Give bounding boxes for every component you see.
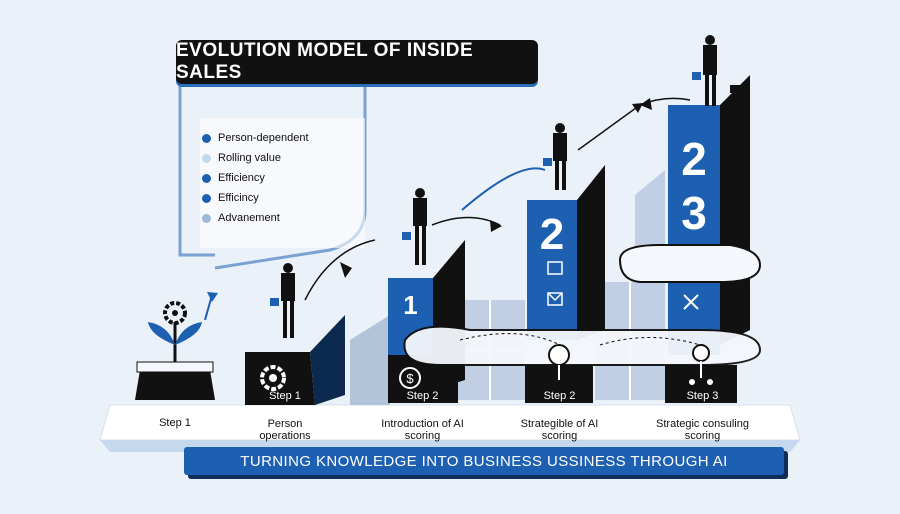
network-icon [692, 344, 710, 362]
legend-dot [202, 133, 211, 143]
chart-icon [547, 261, 563, 275]
cross-icon [683, 294, 699, 310]
legend-dot [202, 153, 211, 163]
step-label: Step 3 Strategic consuling scoring [650, 390, 755, 442]
legend-dot [202, 213, 211, 223]
legend-label: Person-dependent [218, 132, 309, 144]
legend-label: Efficiency [218, 172, 265, 184]
block-step-4 [668, 105, 720, 355]
block-number-top: 2 [681, 133, 707, 185]
businessman-figure-1 [270, 263, 295, 338]
step-title: Step 1 [269, 390, 301, 402]
legend-panel [200, 118, 365, 248]
step-caption: Strategic consuling scoring [656, 418, 749, 442]
block-step-1 [245, 352, 315, 405]
block-number-side-low: 3 [732, 293, 742, 310]
svg-text:$: $ [406, 371, 414, 386]
legend-item: Efficiency [202, 168, 362, 188]
block-number-bottom: 3 [681, 187, 707, 239]
upper-track [618, 244, 762, 283]
step-title: Step 3 [686, 390, 719, 402]
step-label: Step 1 [140, 417, 210, 429]
step-title: Step 1 [159, 417, 191, 429]
settings-gear-icon [260, 365, 286, 391]
diagram-title: EVOLUTION MODEL OF INSIDE SALES [176, 40, 538, 84]
legend-dot [202, 173, 211, 183]
block-number-side-top: 3 [732, 157, 742, 174]
step-title: Step 2 [406, 390, 439, 402]
step-caption: Person operations [259, 418, 311, 442]
block-number-1: 1 [403, 290, 418, 320]
step-caption: Strategible of AI scoring [520, 418, 599, 442]
pedestal-step-1 [135, 370, 215, 400]
legend-dot [202, 193, 211, 203]
step-label: Step 1 Person operations [240, 390, 330, 442]
legend-label: Rolling value [218, 152, 281, 164]
block-number-side-mid: 3 [732, 210, 742, 227]
pedestal-top [136, 361, 214, 373]
legend-item: Efficincy [202, 188, 362, 208]
step-title: Step 2 [543, 390, 576, 402]
businessman-figure-4 [692, 35, 717, 106]
legend: Person-dependent Rolling value Efficienc… [202, 128, 362, 228]
track-path [403, 325, 762, 366]
dollar-icon [399, 367, 421, 389]
step-label: Step 2 Strategible of AI scoring [512, 390, 607, 442]
lightbulb-icon [548, 344, 570, 366]
block-number-side: 3 [586, 235, 596, 252]
legend-item: Advanement [202, 208, 362, 228]
businessman-figure-2 [402, 188, 427, 265]
block-number-2: 2 [539, 210, 565, 259]
legend-label: Advanement [218, 212, 280, 224]
legend-item: Person-dependent [202, 128, 362, 148]
step-label: Step 2 Introduction of AI scoring [375, 390, 470, 442]
step-caption: Introduction of AI scoring [381, 418, 464, 442]
block-step-3 [527, 200, 577, 340]
mail-icon [547, 292, 563, 306]
businessman-figure-3 [543, 123, 567, 190]
tagline-banner: TURNING KNOWLEDGE INTO BUSINESS USSINESS… [184, 447, 784, 475]
gear-icon [163, 301, 187, 325]
legend-label: Efficincy [218, 192, 259, 204]
legend-item: Rolling value [202, 148, 362, 168]
arrow-head-icon [207, 292, 218, 302]
